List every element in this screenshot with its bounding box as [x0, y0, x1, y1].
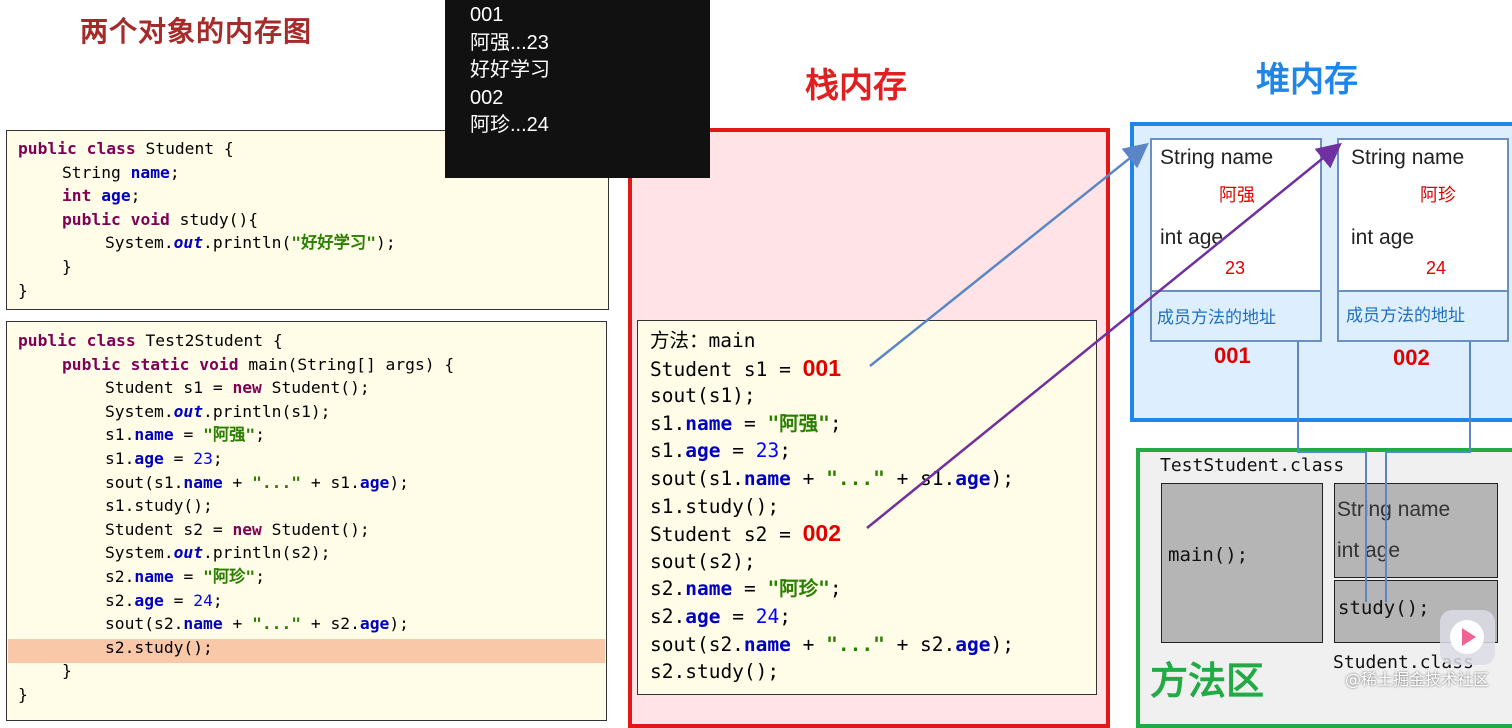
method-link-002 [1385, 342, 1471, 602]
s1-reference-arrow [869, 142, 1149, 367]
main-method-label: main(); [1168, 544, 1249, 566]
field-age-value: 24 [1426, 258, 1447, 278]
console-line: 002 [470, 86, 504, 109]
object-address-002: 002 [1393, 345, 1430, 370]
code-line: public static void main(String[] args) { [62, 354, 455, 374]
method-label: 方法：main [650, 329, 756, 352]
stack-line: s1.name = "阿强"; [650, 411, 842, 435]
code-line: public void study(){ [62, 209, 259, 229]
console-line: 001 [470, 4, 504, 26]
code-line: s2.name = "阿珍"; [105, 567, 266, 586]
field-name-label: String name [1351, 146, 1465, 169]
stack-line: s2.name = "阿珍"; [650, 577, 842, 601]
field-name-value: 阿珍 [1420, 185, 1456, 205]
s2-address: 002 [802, 520, 841, 547]
object-address-001: 001 [1214, 343, 1251, 368]
method-link-001 [1297, 342, 1367, 602]
stack-line: s2.study(); [650, 660, 780, 684]
stack-line: Student s2 = 002 [650, 520, 841, 547]
code-line: System.out.println(s2); [105, 543, 331, 563]
s2-reference-arrow [866, 142, 1342, 529]
code-line: public class Student { [18, 139, 234, 158]
heap-object-002: String name 阿珍 int age 24 [1337, 138, 1509, 292]
code-line: s2.age = 24; [105, 590, 223, 610]
code-line: System.out.println("好好学习"); [105, 233, 396, 253]
method-address-002: 成员方法的地址 [1337, 290, 1509, 342]
stack-line: Student s1 = 001 [650, 354, 841, 381]
student-class-label: Student.class [1333, 652, 1474, 673]
code-line: } [18, 685, 28, 704]
watermark: @稀土掘金技术社区 [1345, 670, 1490, 689]
code-line: public class Test2Student { [18, 331, 283, 350]
stack-line: s1.age = 23; [650, 439, 791, 463]
reference-arrows [866, 142, 1471, 602]
heap-object-001: String name 阿强 int age 23 [1150, 138, 1322, 292]
console-line: 阿珍...24 [470, 114, 549, 136]
code-line: String name; [62, 162, 180, 182]
stack-line: s2.age = 24; [650, 605, 791, 628]
code-line: s2.study(); [105, 637, 213, 657]
main-method-box: main(); [1161, 483, 1323, 643]
play-icon [1440, 610, 1495, 665]
console-line: 好好学习 [470, 59, 550, 81]
code-line: } [18, 280, 28, 300]
stack-line: s1.study(); [650, 494, 780, 518]
code-line: int age; [62, 186, 141, 206]
code-line: s1.name = "阿强"; [105, 425, 266, 445]
code-line: s1.age = 23; [105, 449, 223, 468]
code-line: } [62, 257, 72, 276]
class-field-age: int age [1337, 539, 1401, 562]
code-line: } [62, 661, 72, 681]
code-line: Student s2 = new Student(); [105, 519, 370, 539]
stack-line: sout(s2.name + "..." + s2.age); [650, 632, 1014, 656]
stack-title: 栈内存 [805, 66, 907, 106]
field-age-label: int age [1160, 226, 1224, 249]
field-age-label: int age [1351, 226, 1415, 249]
stack-line: sout(s2); [650, 549, 756, 573]
heap-title: 堆内存 [1256, 60, 1358, 100]
study-method-label: study(); [1338, 597, 1430, 619]
stack-line: sout(s1.name + "..." + s1.age); [650, 467, 1014, 490]
console-line: 阿强...23 [470, 31, 549, 54]
current-line-highlight [8, 639, 605, 663]
method-area-title: 方法区 [1150, 659, 1265, 703]
diagram-title: 两个对象的内存图 [80, 15, 313, 48]
console-output: 001 阿强...23 好好学习 002 阿珍...24 [445, 0, 710, 178]
test-class-label: TestStudent.class [1160, 455, 1345, 476]
s1-address: 001 [802, 354, 841, 381]
code-line: sout(s2.name + "..." + s2.age); [105, 614, 409, 634]
field-name-value: 阿强 [1219, 185, 1255, 205]
stack-line: sout(s1); [650, 384, 756, 408]
field-age-value: 23 [1225, 258, 1246, 278]
field-name-label: String name [1160, 146, 1274, 169]
code-line: System.out.println(s1); [105, 401, 331, 421]
code-line: sout(s1.name + "..." + s1.age); [105, 472, 409, 492]
main-frame: 方法：main Student s1 = 001 sout(s1); s1.na… [637, 320, 1097, 695]
method-address-001: 成员方法的地址 [1150, 290, 1322, 342]
code-line: s1.study(); [105, 496, 213, 516]
code-line: Student s1 = new Student(); [105, 378, 370, 398]
